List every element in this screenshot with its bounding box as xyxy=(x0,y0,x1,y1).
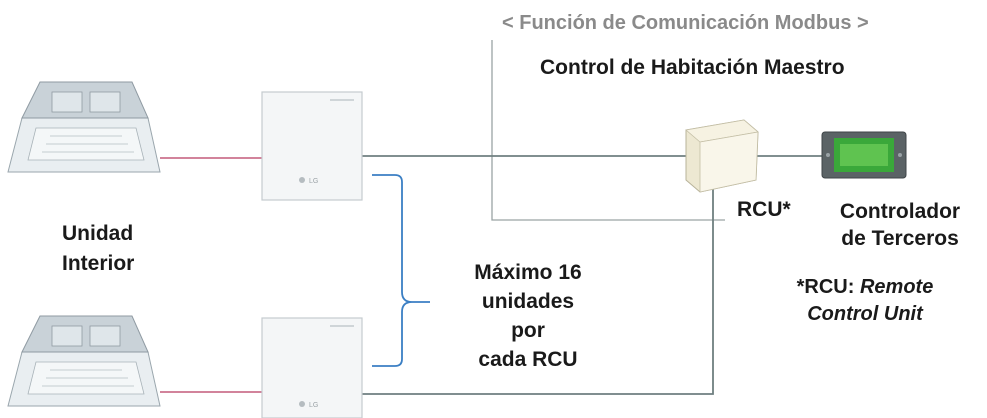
wire-lower-receiver-to-rcu xyxy=(362,186,714,395)
rcu-box xyxy=(685,119,759,193)
max-units-line-4: cada RCU xyxy=(478,348,578,371)
rcu-footnote-line-2: Control Unit xyxy=(750,301,980,328)
third-party-controller-line-2: de Terceros xyxy=(841,227,959,250)
indoor-unit-upper xyxy=(7,81,161,173)
master-control-label: Control de Habitación Maestro xyxy=(540,56,845,79)
rcu-footnote: *RCU: Remote Control Unit xyxy=(750,274,980,328)
svg-text:LG: LG xyxy=(309,178,318,185)
rcu-footnote-italic-1: Remote xyxy=(859,276,934,298)
rcu-footnote-prefix: *RCU: xyxy=(796,276,860,298)
indoor-unit-label-line-1: Unidad xyxy=(62,222,134,245)
indoor-unit-label: Unidad Interior xyxy=(62,219,134,279)
rcu-label: RCU* xyxy=(737,198,791,221)
diagram-title: < Función de Comunicación Modbus > xyxy=(502,12,869,34)
max-units-line-2: unidades xyxy=(481,290,575,313)
rcu-footnote-italic-2: Control Unit xyxy=(807,303,923,325)
master-control-region-outline xyxy=(491,40,725,221)
max-units-label: Máximo 16 unidades por cada RCU xyxy=(448,258,608,374)
receiver-box-lower: LG xyxy=(261,317,363,418)
max-units-line-1: Máximo 16 xyxy=(474,261,582,284)
indoor-unit-lower xyxy=(7,315,161,407)
indoor-unit-label-line-2: Interior xyxy=(62,252,135,275)
third-party-controller-line-1: Controlador xyxy=(839,200,961,223)
units-bracket xyxy=(372,174,430,367)
receiver-box-upper: LG xyxy=(261,91,363,201)
rcu-footnote-line-1: *RCU: Remote xyxy=(750,274,980,301)
max-units-line-3: por xyxy=(511,319,545,342)
svg-text:LG: LG xyxy=(309,402,318,409)
third-party-controller-label: Controlador de Terceros xyxy=(818,198,982,252)
third-party-controller-device xyxy=(821,131,907,179)
